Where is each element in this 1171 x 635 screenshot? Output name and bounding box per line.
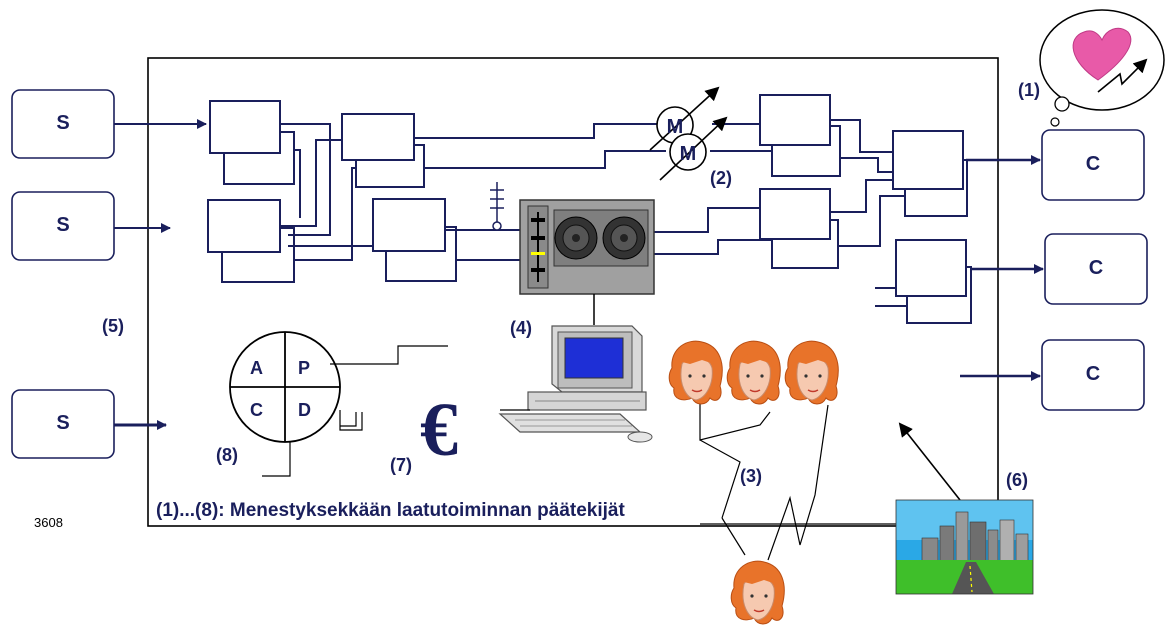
factor-tag-3: (3) — [740, 466, 762, 486]
communication-lines — [699, 400, 829, 561]
supplier-label-3: S — [56, 412, 70, 434]
euro-symbol: € — [420, 388, 458, 472]
pdca-label-p: P — [298, 358, 311, 378]
motor-label-2: M — [680, 143, 697, 165]
factor-tag-5: (5) — [102, 316, 124, 336]
supplier-label-2: S — [56, 214, 70, 236]
pdca-wheel — [229, 331, 341, 443]
figure-number: 3608 — [34, 515, 63, 530]
factor-tag-8: (8) — [216, 445, 238, 465]
customer-box-1 — [1041, 129, 1145, 201]
system-frame — [147, 57, 999, 527]
customer-box-3 — [1041, 339, 1145, 411]
tape-recorder-icon — [519, 199, 655, 295]
flow-lines — [280, 119, 970, 307]
person-group-icon — [668, 340, 839, 405]
computer-icon — [498, 325, 653, 443]
supplier-label-1: S — [56, 112, 70, 134]
pdca-label-d: D — [298, 400, 311, 420]
city-icon — [895, 499, 1034, 595]
pdca-label-a: A — [250, 358, 263, 378]
diagram-caption: (1)...(8): Menestyksekkään laatutoiminna… — [156, 500, 625, 522]
factor-tag-4: (4) — [510, 318, 532, 338]
person-icon — [730, 560, 785, 625]
customer-box-2 — [1044, 233, 1148, 305]
probe-icon — [490, 182, 504, 231]
factor-tag-1: (1) — [1018, 80, 1040, 100]
heart-thought-bubble-icon — [1039, 9, 1165, 127]
factor-tag-7: (7) — [390, 455, 412, 475]
factor-tag-6: (6) — [1006, 470, 1028, 490]
customer-label-1: C — [1085, 153, 1101, 175]
process-stack — [207, 94, 972, 324]
factor-tag-2: (2) — [710, 168, 732, 188]
customer-label-3: C — [1085, 363, 1101, 385]
pdca-label-c: C — [250, 400, 263, 420]
customer-label-2: C — [1088, 257, 1104, 279]
supplier-box-2 — [11, 191, 115, 261]
motor-gauge-2 — [659, 116, 728, 181]
motor-label-1: M — [667, 116, 684, 138]
